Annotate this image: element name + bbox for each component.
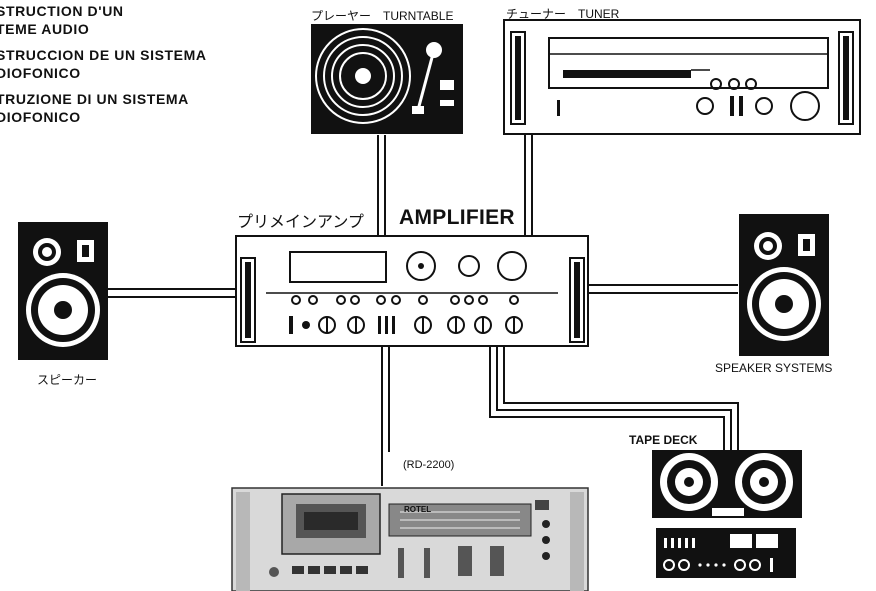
cassette-brand: ROTEL (404, 505, 431, 514)
cable-tapedeck-b (496, 345, 732, 450)
amplifier-label: AMPLIFIER (399, 206, 515, 229)
tape-deck-label: TAPE DECK (629, 433, 698, 447)
tonearm (416, 49, 436, 111)
tuner-dial (563, 70, 691, 78)
tuner-illustration (503, 19, 861, 135)
title-line-1: STRUCTION D'UN (0, 3, 124, 19)
cable-tapedeck-c (503, 345, 739, 450)
turntable-label: プレーヤー TURNTABLE (311, 9, 454, 23)
amp-buttons (291, 295, 519, 305)
cable-tapedeck-a (489, 345, 725, 450)
tuner-label: チューナー TUNER (506, 7, 620, 21)
cables (108, 135, 739, 486)
speaker-left-label: スピーカー (37, 373, 98, 387)
amp-display (289, 251, 387, 283)
speaker-right-illustration (739, 214, 829, 356)
cassette-keys (292, 566, 368, 574)
title-line-5: TRUZIONE DI UN SISTEMA (0, 91, 189, 107)
turntable-illustration (311, 24, 463, 134)
speaker-right-label: SPEAKER SYSTEMS (715, 361, 833, 375)
title-line-2: TEME AUDIO (0, 21, 90, 37)
tapedeck-illustration (652, 450, 802, 578)
amp-knobs (318, 316, 523, 334)
title-block: STRUCTION D'UN TEME AUDIO STRUCCION DE U… (0, 2, 246, 126)
title-line-3: STRUCCION DE UN SISTEMA (0, 47, 207, 63)
title-line-4: DIOFONICO (0, 65, 81, 81)
cassette-model-label: (RD-2200) (403, 459, 455, 471)
amplifier-illustration (235, 235, 589, 347)
amplifier-body (235, 235, 589, 347)
speaker-left-illustration (18, 222, 108, 360)
title-line-6: DIOFONICO (0, 109, 81, 125)
cassette-deck-illustration (231, 487, 589, 591)
amplifier-jp-label: プリメインアンプ (237, 212, 364, 231)
